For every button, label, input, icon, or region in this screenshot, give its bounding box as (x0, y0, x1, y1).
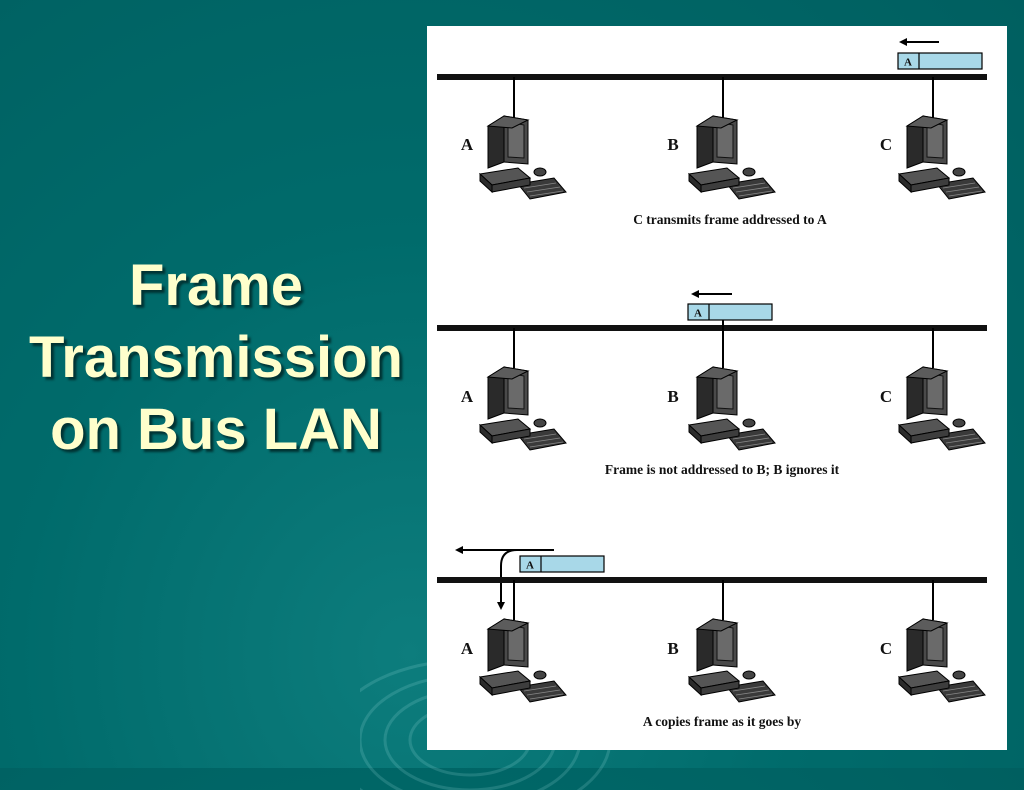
computer-icon (479, 115, 567, 200)
computer-icon (898, 618, 986, 703)
computer-icon (688, 115, 776, 200)
title-line-3: on Bus LAN (50, 397, 382, 462)
station-label-c: C (880, 639, 892, 658)
frame-address-label: A (526, 560, 534, 572)
arrow-left-icon (455, 546, 554, 554)
scenario-2: A A B C Frame is not addressed to B; B i… (437, 290, 987, 477)
arrow-down-icon (497, 549, 518, 610)
frame-packet: A (897, 52, 983, 70)
station-label-c: C (880, 387, 892, 406)
station-label-b: B (667, 387, 678, 406)
station-label-a: A (461, 387, 474, 406)
title-line-2: Transmission (29, 325, 403, 390)
arrow-left-icon (899, 38, 939, 46)
slide-title: Frame Transmission on Bus LAN (0, 250, 432, 466)
frame-packet: A (519, 555, 605, 573)
caption-1: C transmits frame addressed to A (633, 212, 827, 227)
bus-lan-diagram: A A B C C transmits frame addressed to A (437, 38, 987, 729)
frame-packet: A (687, 303, 773, 321)
scenario-3: A A B C A copies frame as it goes by (437, 546, 987, 729)
station-label-a: A (461, 135, 474, 154)
station-label-a: A (461, 639, 474, 658)
frame-address-label: A (904, 57, 912, 69)
station-label-c: C (880, 135, 892, 154)
computer-icon (898, 366, 986, 451)
computer-icon (479, 366, 567, 451)
station-label-b: B (667, 135, 678, 154)
computer-icon (688, 618, 776, 703)
frame-address-label: A (694, 308, 702, 320)
computer-icon (898, 115, 986, 200)
scenario-1: A A B C C transmits frame addressed to A (437, 38, 987, 227)
station-label-b: B (667, 639, 678, 658)
computer-icon (688, 366, 776, 451)
caption-2: Frame is not addressed to B; B ignores i… (605, 462, 840, 477)
caption-3: A copies frame as it goes by (643, 714, 801, 729)
computer-icon (479, 618, 567, 703)
arrow-left-icon (691, 290, 732, 298)
bus-lan-diagram-panel: A A B C C transmits frame addressed to A (427, 26, 1007, 750)
title-line-1: Frame (128, 253, 304, 318)
